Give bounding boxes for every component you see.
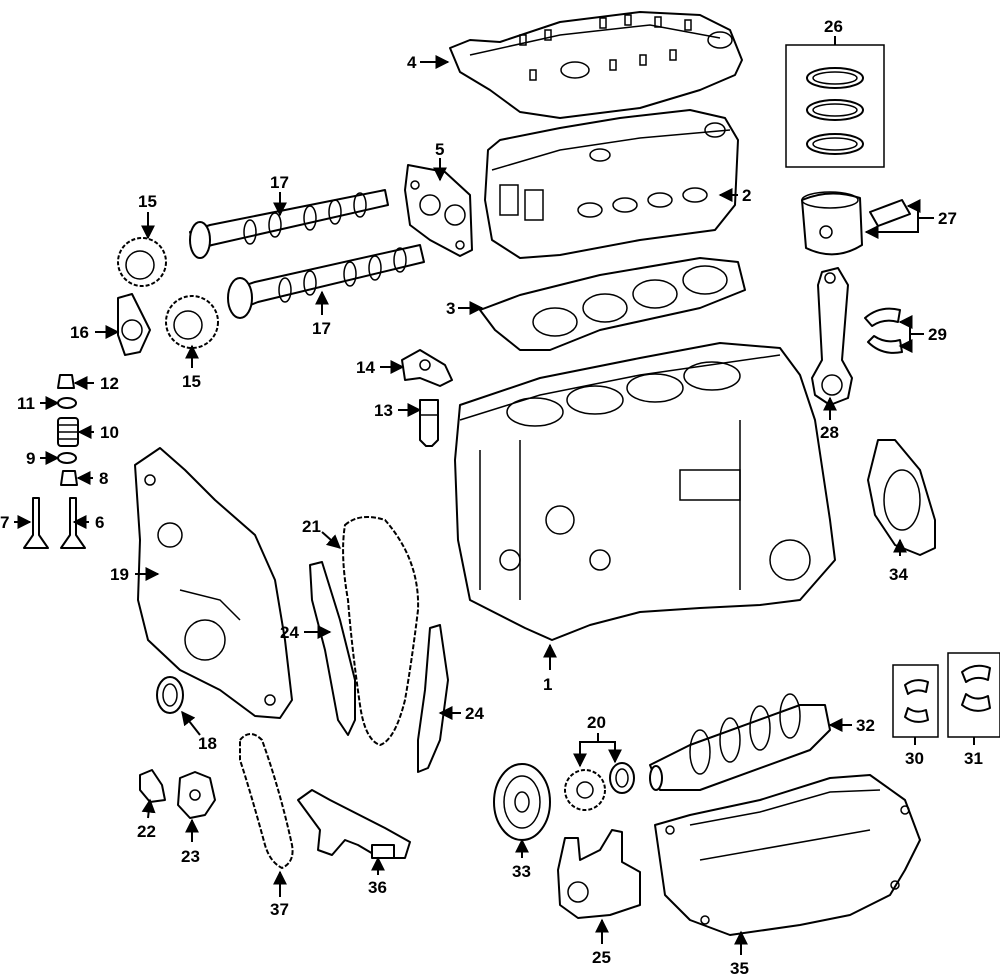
- valve-seal-part: [60, 470, 78, 486]
- callout-31: 31: [964, 749, 983, 768]
- solenoid-part: [117, 293, 151, 356]
- callout-28: 28: [820, 423, 839, 442]
- timing-chain-part: [342, 515, 420, 746]
- spring-seat-part: [57, 452, 77, 464]
- crank-sprocket-part: [564, 769, 606, 811]
- connecting-rod-part: [811, 267, 853, 406]
- tensioner-arm-part: [297, 789, 411, 859]
- callout-22: 22: [137, 822, 156, 841]
- crankshaft-part: [649, 693, 831, 791]
- callout-10: 10: [100, 423, 119, 442]
- timing-cover-part: [134, 447, 293, 719]
- callout-26: 26: [824, 17, 843, 36]
- crank-pulley-part: [493, 763, 551, 841]
- callout-27: 27: [938, 209, 957, 228]
- callout-1: 1: [543, 675, 552, 694]
- callout-32: 32: [856, 716, 875, 735]
- oil-pump-chain-part: [239, 733, 294, 869]
- callout-19: 19: [110, 565, 129, 584]
- callout-15-lower: 15: [182, 372, 201, 391]
- piston-part: [801, 191, 911, 256]
- engine-block-part: [454, 342, 836, 641]
- cam-sprocket-upper-part: [117, 237, 167, 287]
- callout-9: 9: [26, 449, 35, 468]
- front-seal-part: [156, 676, 184, 714]
- callout-labels: 1 2 3 4 5 6 7 8 9 10 11 12 13 14 15 15 1…: [0, 17, 983, 975]
- callout-18: 18: [198, 734, 217, 753]
- oil-pump-part: [557, 829, 641, 919]
- callout-21: 21: [302, 517, 321, 536]
- cam-sprocket-lower-part: [165, 295, 219, 349]
- callout-25: 25: [592, 948, 611, 967]
- sensor-part: [139, 769, 166, 803]
- callout-4: 4: [407, 53, 417, 72]
- callout-33: 33: [512, 862, 531, 881]
- callout-11: 11: [17, 394, 35, 413]
- callout-15-upper: 15: [138, 192, 157, 211]
- callout-36: 36: [368, 878, 387, 897]
- callout-6: 6: [95, 513, 104, 532]
- callout-5: 5: [435, 140, 444, 159]
- callout-30: 30: [905, 749, 924, 768]
- camshaft-lower-part: [227, 244, 425, 319]
- oil-pan-part: [654, 774, 921, 936]
- callout-14: 14: [356, 358, 375, 377]
- chain-guide-right-part: [417, 624, 449, 773]
- rocker-arm-part: [401, 349, 453, 387]
- callout-7: 7: [0, 513, 9, 532]
- callout-24-right: 24: [465, 704, 484, 723]
- valve-cover-part: [449, 11, 743, 119]
- piston-rings-part: [785, 44, 885, 168]
- callout-2: 2: [742, 186, 751, 205]
- rear-main-seal-part: [867, 439, 936, 556]
- callout-20: 20: [587, 713, 606, 732]
- camshaft-carrier-part: [404, 164, 473, 257]
- intake-valve-part: [23, 497, 49, 549]
- callout-17-upper: 17: [270, 173, 289, 192]
- callout-37: 37: [270, 900, 289, 919]
- callout-17-lower: 17: [312, 319, 331, 338]
- valve-retainer-part: [57, 397, 77, 409]
- callout-23: 23: [181, 847, 200, 866]
- camshaft-upper-part: [189, 189, 389, 259]
- leader-lines: [14, 36, 975, 955]
- thrust-bearing-part: [892, 664, 939, 738]
- head-gasket-part: [479, 257, 746, 351]
- rod-bearing-part: [864, 307, 903, 354]
- callout-29: 29: [928, 325, 947, 344]
- valve-keeper-part: [57, 374, 75, 389]
- callout-35: 35: [730, 959, 749, 975]
- valve-spring-part: [57, 417, 79, 447]
- crank-seal-part: [609, 762, 635, 794]
- chain-tensioner-part: [177, 771, 216, 819]
- callout-16: 16: [70, 323, 89, 342]
- callout-24-left: 24: [280, 623, 299, 642]
- callout-8: 8: [99, 469, 108, 488]
- cylinder-head-part: [484, 109, 739, 259]
- callout-13: 13: [374, 401, 393, 420]
- callout-3: 3: [446, 299, 455, 318]
- callout-34: 34: [889, 565, 908, 584]
- main-bearing-part: [947, 652, 1000, 738]
- callout-12: 12: [100, 374, 119, 393]
- lash-adjuster-part: [419, 399, 439, 447]
